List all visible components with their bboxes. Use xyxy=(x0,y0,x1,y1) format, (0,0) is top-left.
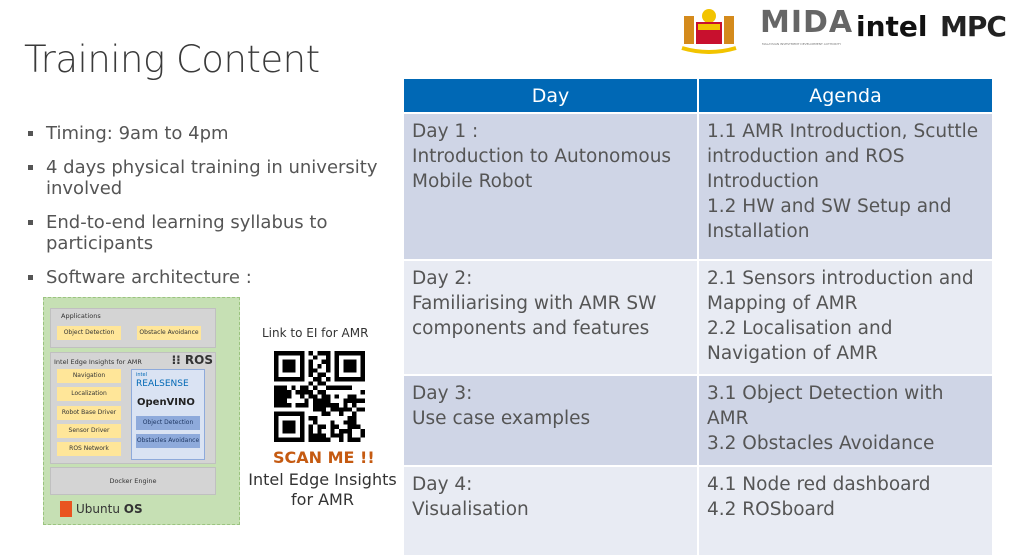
software-architecture-diagram: Applications Object Detection Obstacle A… xyxy=(43,297,240,525)
bullet-text: End-to-end learning syllabus to particip… xyxy=(46,212,328,254)
ov-obstacles-avoidance: Obstacles Avoidance xyxy=(136,434,200,448)
bullet-text: Software architecture : xyxy=(46,267,252,288)
eiamr-label: Intel Edge Insights for AMR xyxy=(54,358,142,366)
agenda-item: 3.2 Obstacles Avoidance xyxy=(707,433,935,454)
agenda-item: 1.1 AMR Introduction, Scuttle introducti… xyxy=(707,121,979,192)
page-title: Training Content xyxy=(24,38,320,81)
ros-robot-base-driver: Robot Base Driver xyxy=(57,406,121,420)
logo-mpc: MPC xyxy=(940,10,1007,43)
table-row: Day 1 : Introduction to Autonomous Mobile… xyxy=(404,114,992,259)
logo-mida: MIDA xyxy=(760,8,853,38)
agenda-item: 2.1 Sensors introduction and Mapping of … xyxy=(707,268,974,314)
day-label: Day 3: xyxy=(412,383,473,404)
bullet-item: End-to-end learning syllabus to particip… xyxy=(28,212,388,254)
day-cell: Day 4: Visualisation xyxy=(404,467,697,555)
bullet-text: Timing: 9am to 4pm xyxy=(46,123,229,144)
openvino-box: intel REALSENSE OpenVINO Object Detectio… xyxy=(131,369,205,460)
os-text: OS xyxy=(123,502,143,516)
app-obstacle-avoidance: Obstacle Avoidance xyxy=(137,326,201,340)
day-description: Use case examples xyxy=(412,408,591,429)
agenda-item: 4.2 ROSboard xyxy=(707,499,835,520)
agenda-cell: 1.1 AMR Introduction, Scuttle introducti… xyxy=(699,114,992,259)
agenda-item: 4.1 Node red dashboard xyxy=(707,474,931,495)
day-cell: Day 1 : Introduction to Autonomous Mobile… xyxy=(404,114,697,259)
agenda-cell: 4.1 Node red dashboard 4.2 ROSboard xyxy=(699,467,992,555)
qr-caption-line: Intel Edge Insights xyxy=(248,470,397,489)
bullet-text: 4 days physical training in university i… xyxy=(46,157,378,199)
day-label: Day 2: xyxy=(412,268,473,289)
day-description: Introduction to Autonomous Mobile Robot xyxy=(412,146,672,192)
qr-code[interactable] xyxy=(274,351,365,442)
scan-me-label: SCAN ME !! xyxy=(273,448,375,467)
bullet-item: Timing: 9am to 4pm xyxy=(28,123,388,144)
ros-sensor-driver: Sensor Driver xyxy=(57,424,121,438)
agenda-cell: 2.1 Sensors introduction and Mapping of … xyxy=(699,261,992,374)
table-row: Day 2: Familiarising with AMR SW componen… xyxy=(404,261,992,374)
ros-network: ROS Network xyxy=(57,442,121,456)
table-row: Day 4: Visualisation 4.1 Node red dashboa… xyxy=(404,467,992,555)
day-label: Day 1 : xyxy=(412,121,479,142)
docker-layer: Docker Engine xyxy=(50,467,216,495)
ov-object-detection: Object Detection xyxy=(136,416,200,430)
applications-label: Applications xyxy=(61,312,101,320)
mida-text: MIDA xyxy=(760,5,854,40)
day-cell: Day 3: Use case examples xyxy=(404,376,697,465)
realsense-logo: REALSENSE xyxy=(136,379,189,389)
agenda-cell: 3.1 Object Detection with AMR 3.2 Obstacl… xyxy=(699,376,992,465)
logo-intel: intel xyxy=(856,10,928,43)
eiamr-layer: Intel Edge Insights for AMR ⁝⁝ ROS Navig… xyxy=(50,352,216,464)
qr-link-label: Link to EI for AMR xyxy=(262,326,369,340)
intel-small-text: intel xyxy=(136,372,147,378)
ubuntu-text: Ubuntu xyxy=(76,502,120,516)
app-object-detection: Object Detection xyxy=(57,326,121,340)
header-day: Day xyxy=(404,79,697,112)
docker-label: Docker Engine xyxy=(109,477,157,485)
openvino-logo: OpenVINO xyxy=(137,397,195,408)
header-agenda: Agenda xyxy=(699,79,992,112)
ros-localization: Localization xyxy=(57,387,121,401)
day-cell: Day 2: Familiarising with AMR SW componen… xyxy=(404,261,697,374)
applications-layer: Applications Object Detection Obstacle A… xyxy=(50,308,216,348)
day-description: Visualisation xyxy=(412,499,529,520)
ros-logo: ⁝⁝ ROS xyxy=(171,353,213,367)
bullet-item: 4 days physical training in university i… xyxy=(28,157,388,199)
day-label: Day 4: xyxy=(412,474,473,495)
day-description: Familiarising with AMR SW components and… xyxy=(412,293,657,339)
ros-navigation: Navigation xyxy=(57,369,121,383)
agenda-item: 3.1 Object Detection with AMR xyxy=(707,383,944,429)
ubuntu-os-label: Ubuntu OS xyxy=(76,502,143,516)
agenda-item: 1.2 HW and SW Setup and Installation xyxy=(707,196,952,242)
bullet-item: Software architecture : xyxy=(28,267,388,288)
agenda-item: 2.2 Localisation and Navigation of AMR xyxy=(707,318,893,364)
table-row: Day 3: Use case examples 3.1 Object Detec… xyxy=(404,376,992,465)
qr-caption-line: for AMR xyxy=(291,490,354,509)
ubuntu-icon xyxy=(60,501,72,517)
logo-mida-subtitle: MALAYSIAN INVESTMENT DEVELOPMENT AUTHORI… xyxy=(762,42,842,46)
logo-coat-of-arms xyxy=(676,6,742,54)
ros-text: ROS xyxy=(184,353,213,367)
